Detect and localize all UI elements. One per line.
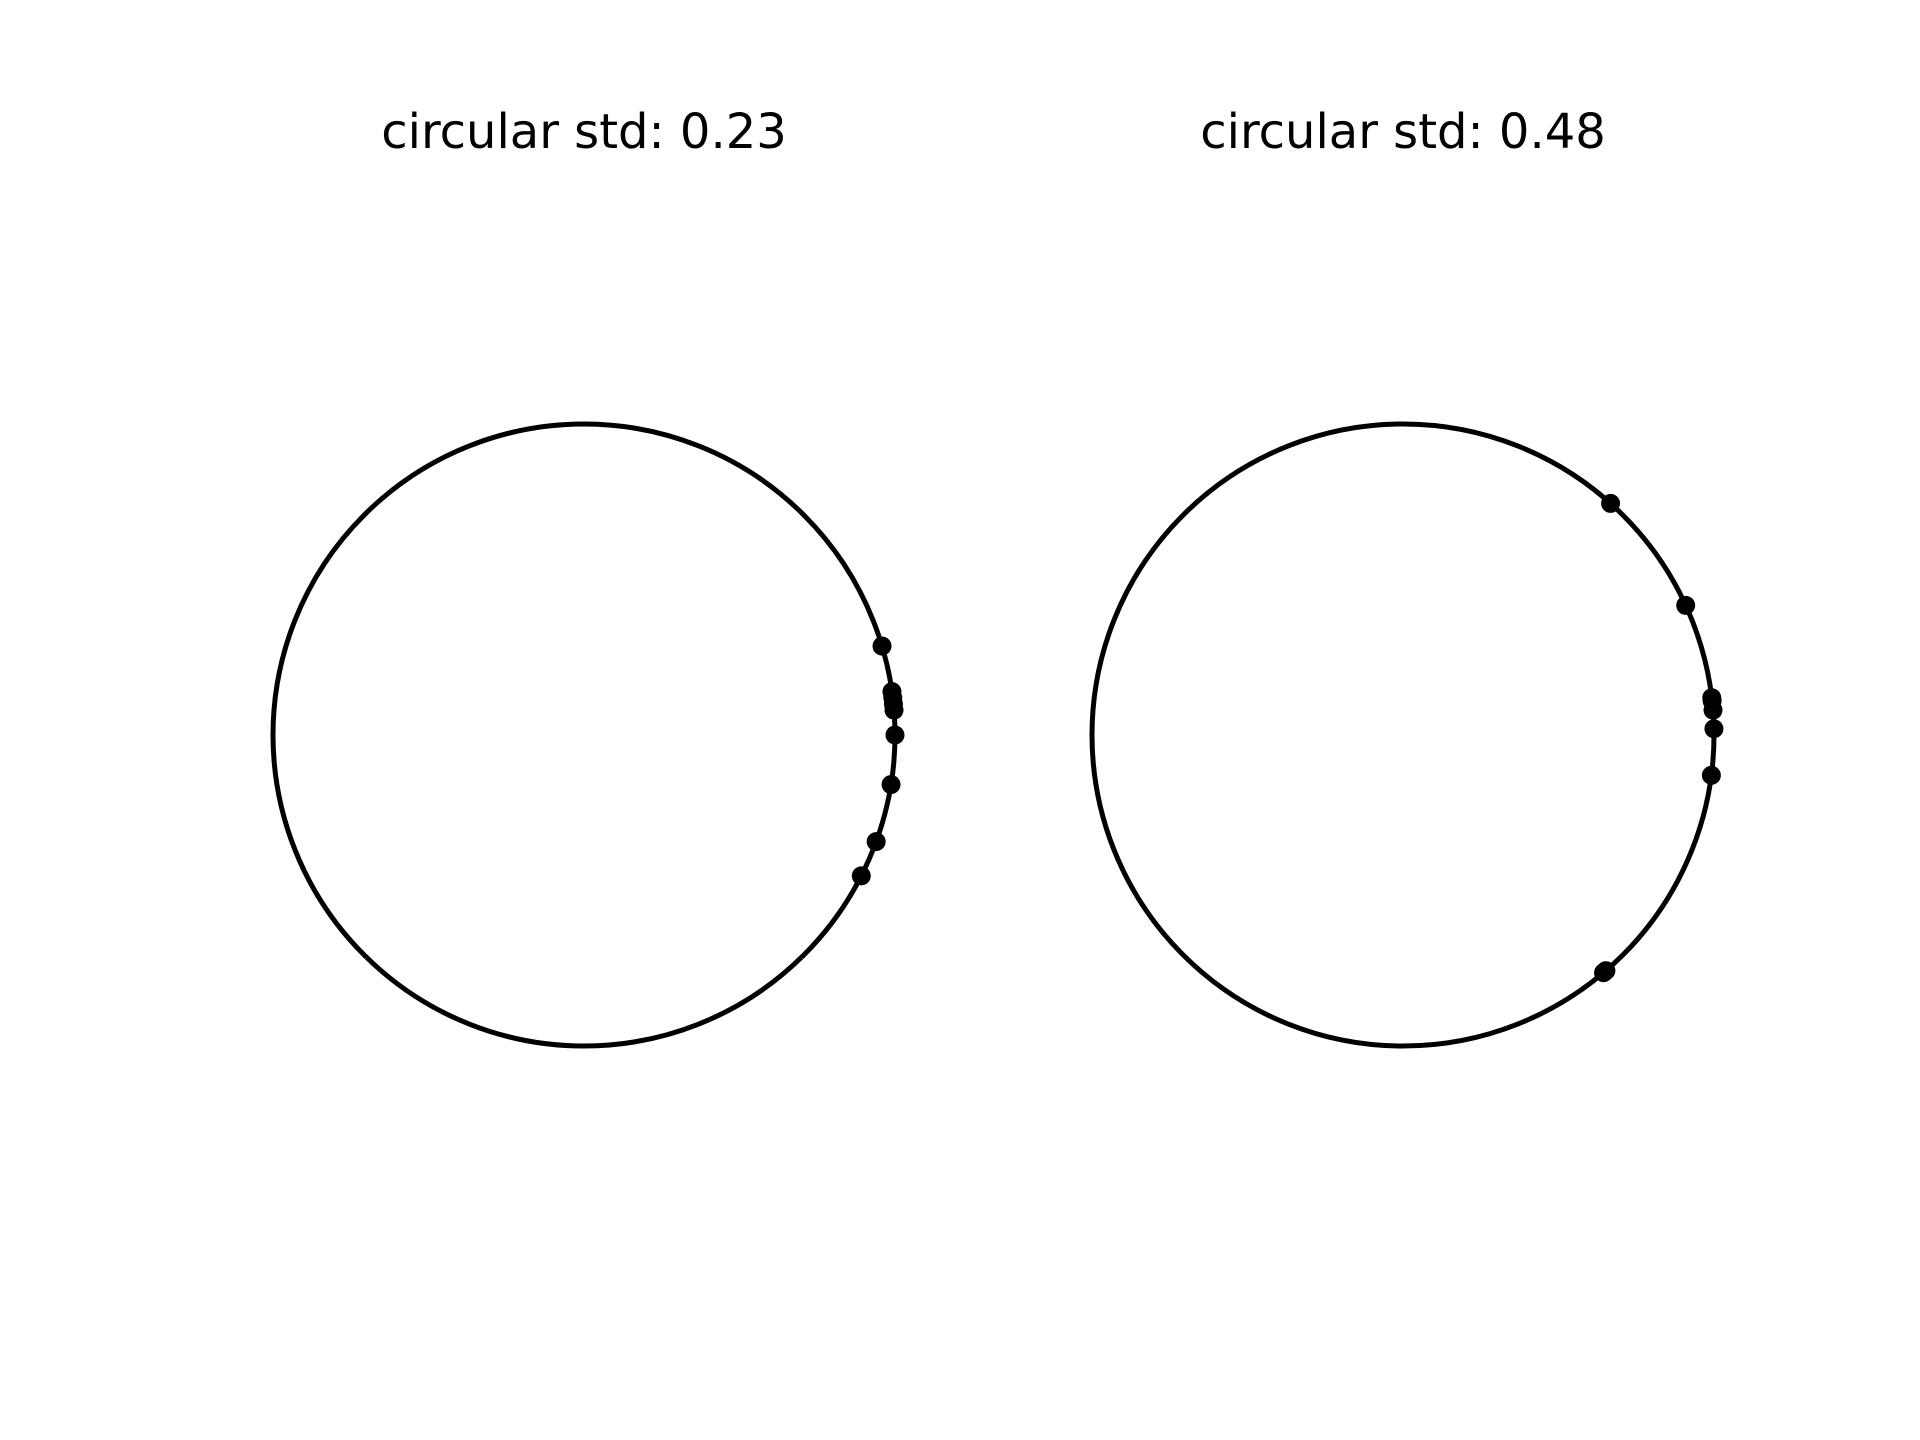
data-point	[1704, 719, 1724, 739]
data-point	[1601, 493, 1621, 513]
left-panel: circular std: 0.23	[270, 104, 905, 1049]
left-panel-title: circular std: 0.23	[381, 104, 787, 160]
right-panel-title: circular std: 0.48	[1200, 104, 1606, 160]
right-panel: circular std: 0.48	[1089, 104, 1724, 1049]
data-point	[884, 700, 904, 720]
data-point	[1676, 595, 1696, 615]
left-panel-plot	[270, 421, 905, 1049]
right-panel-plot	[1089, 421, 1724, 1049]
data-point	[851, 866, 871, 886]
data-point	[881, 775, 901, 795]
data-point	[1701, 765, 1721, 785]
data-point	[872, 636, 892, 656]
data-point	[1703, 700, 1723, 720]
data-point	[1594, 963, 1614, 983]
data-point	[885, 725, 905, 745]
data-point	[866, 832, 886, 852]
